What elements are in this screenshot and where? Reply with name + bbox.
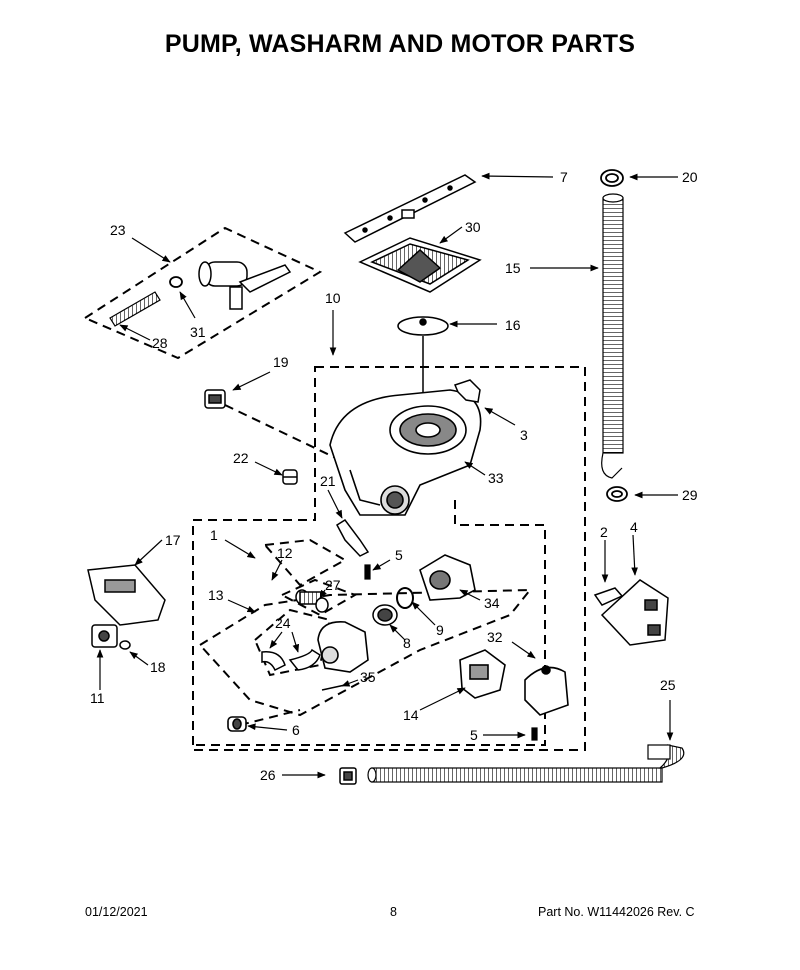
leader-arrows [96,172,678,779]
part-21-bracket [336,518,370,557]
callout-8: 8 [403,635,411,651]
callout-31: 31 [190,324,206,340]
callout-35: 35 [360,669,376,685]
callout-22: 22 [233,450,249,466]
callout-labels: 7 20 30 23 15 10 31 16 28 19 3 22 33 21 … [90,169,698,783]
part-31-clamp [169,276,183,288]
part-32-diverter [524,665,569,716]
part-34-motor [419,554,476,601]
callout-32: 32 [487,629,503,645]
page-title: PUMP, WASHARM AND MOTOR PARTS [164,30,636,58]
callout-5-lower: 5 [470,727,478,743]
part-24-elbows [261,648,321,672]
callout-11: 11 [90,690,105,706]
callout-17: 17 [165,532,181,548]
footer-date: 01/12/2021 [85,905,148,919]
part-23-drain-pump [198,261,292,310]
part-26-clip [339,767,357,785]
part-22-cap [282,469,298,485]
part-28-drain-hose [109,291,161,327]
callout-29: 29 [682,487,698,503]
part-pump-housing [317,621,369,673]
footer-part-number: Part No. W11442026 Rev. C [538,905,695,919]
part-4-housing [600,579,669,646]
callout-27: 27 [325,577,341,593]
part-14-module [459,649,506,699]
callout-24: 24 [275,615,291,631]
part-19-sensor [204,389,226,409]
callout-10: 10 [325,290,341,306]
footer-page-number: 8 [390,905,397,919]
part-8-impeller [372,604,398,626]
part-35-screw [321,684,346,691]
part-7-upper-spray-arm [343,174,477,243]
part-3-clip [453,379,481,403]
part-9-seal [396,587,414,609]
callout-1: 1 [210,527,218,543]
callout-34: 34 [484,595,500,611]
dashed-leaders [224,404,341,726]
callout-20: 20 [682,169,698,185]
callout-6: 6 [292,722,300,738]
callout-7: 7 [560,169,568,185]
callout-25: 25 [660,677,676,693]
callout-2: 2 [600,524,608,540]
part-6-grommet [227,716,247,732]
callout-5-upper: 5 [395,547,403,563]
callout-21: 21 [320,473,336,489]
callout-13: 13 [208,587,224,603]
callout-26: 26 [260,767,276,783]
part-17-panel [87,564,166,626]
callout-15: 15 [505,260,521,276]
callout-3: 3 [520,427,528,443]
callout-18: 18 [150,659,166,675]
part-20-clamp [600,169,624,187]
part-29-clamp [606,486,628,502]
part-30-lower-spray-arm [358,237,482,293]
part-33-sump [329,389,482,516]
callout-16: 16 [505,317,521,333]
dashed-group-outlines [82,226,586,751]
part-5-screws [364,564,538,741]
part-11-bracket [91,624,118,648]
callout-30: 30 [465,219,481,235]
callout-33: 33 [488,470,504,486]
part-16-filter [397,316,449,400]
part-18-screw [119,640,131,650]
callout-23: 23 [110,222,126,238]
callout-12: 12 [277,545,293,561]
callout-14: 14 [403,707,419,723]
callout-19: 19 [273,354,289,370]
callout-28: 28 [152,335,168,351]
callout-9: 9 [436,622,444,638]
part-15-fill-hose [601,193,624,479]
part-25-drain-hose [367,744,685,783]
callout-4: 4 [630,519,638,535]
